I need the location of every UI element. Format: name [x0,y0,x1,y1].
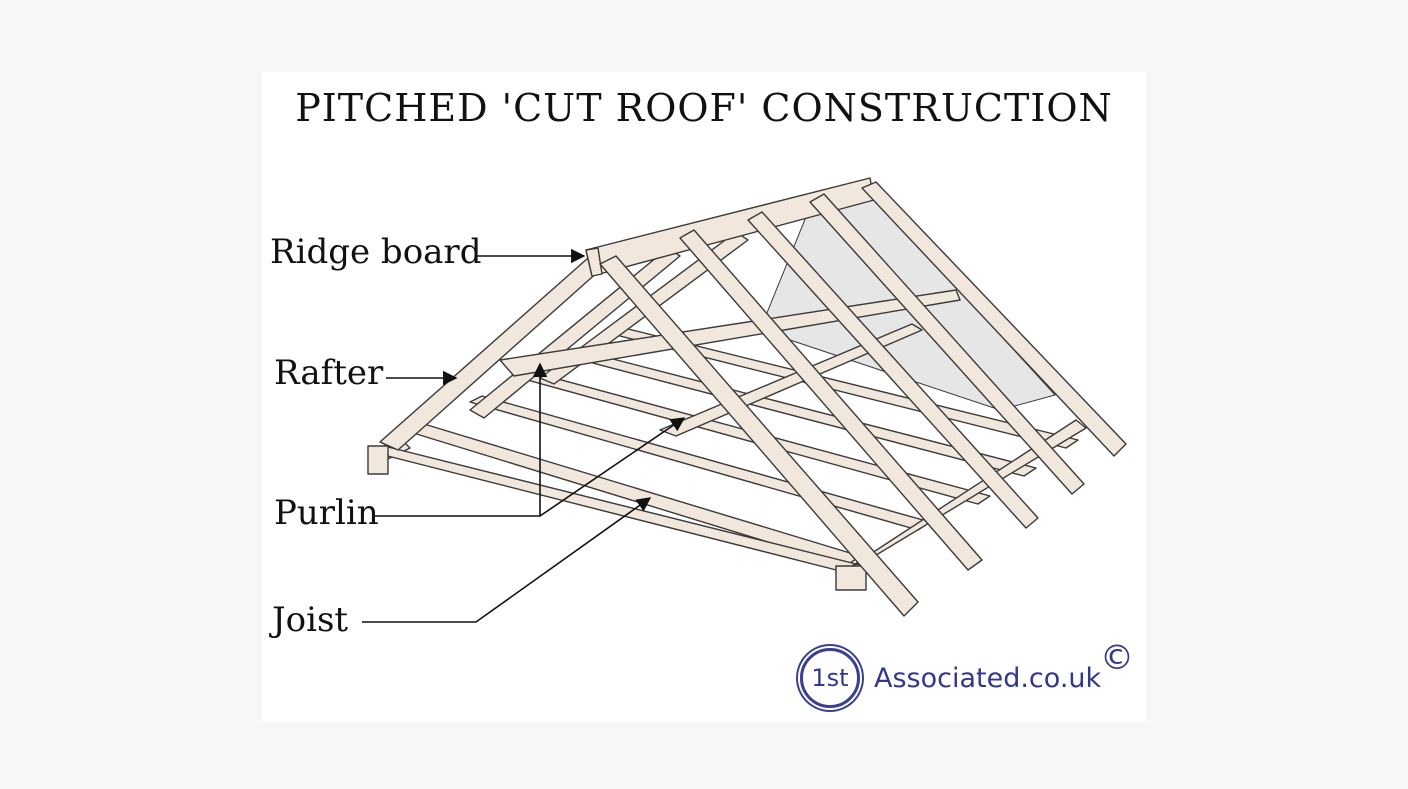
label-ridge-board: Ridge board [270,232,481,272]
joist-end-block [836,566,866,590]
logo-text: Associated.co.uk [874,663,1101,694]
label-purlin: Purlin [274,493,379,533]
brand-logo: 1st Associated.co.uk [800,646,1101,710]
copyright-symbol: © [1100,638,1134,678]
logo-badge: 1st [800,648,860,708]
label-joist: Joist [272,600,348,640]
corner-block [368,446,388,474]
label-rafter: Rafter [274,353,383,393]
